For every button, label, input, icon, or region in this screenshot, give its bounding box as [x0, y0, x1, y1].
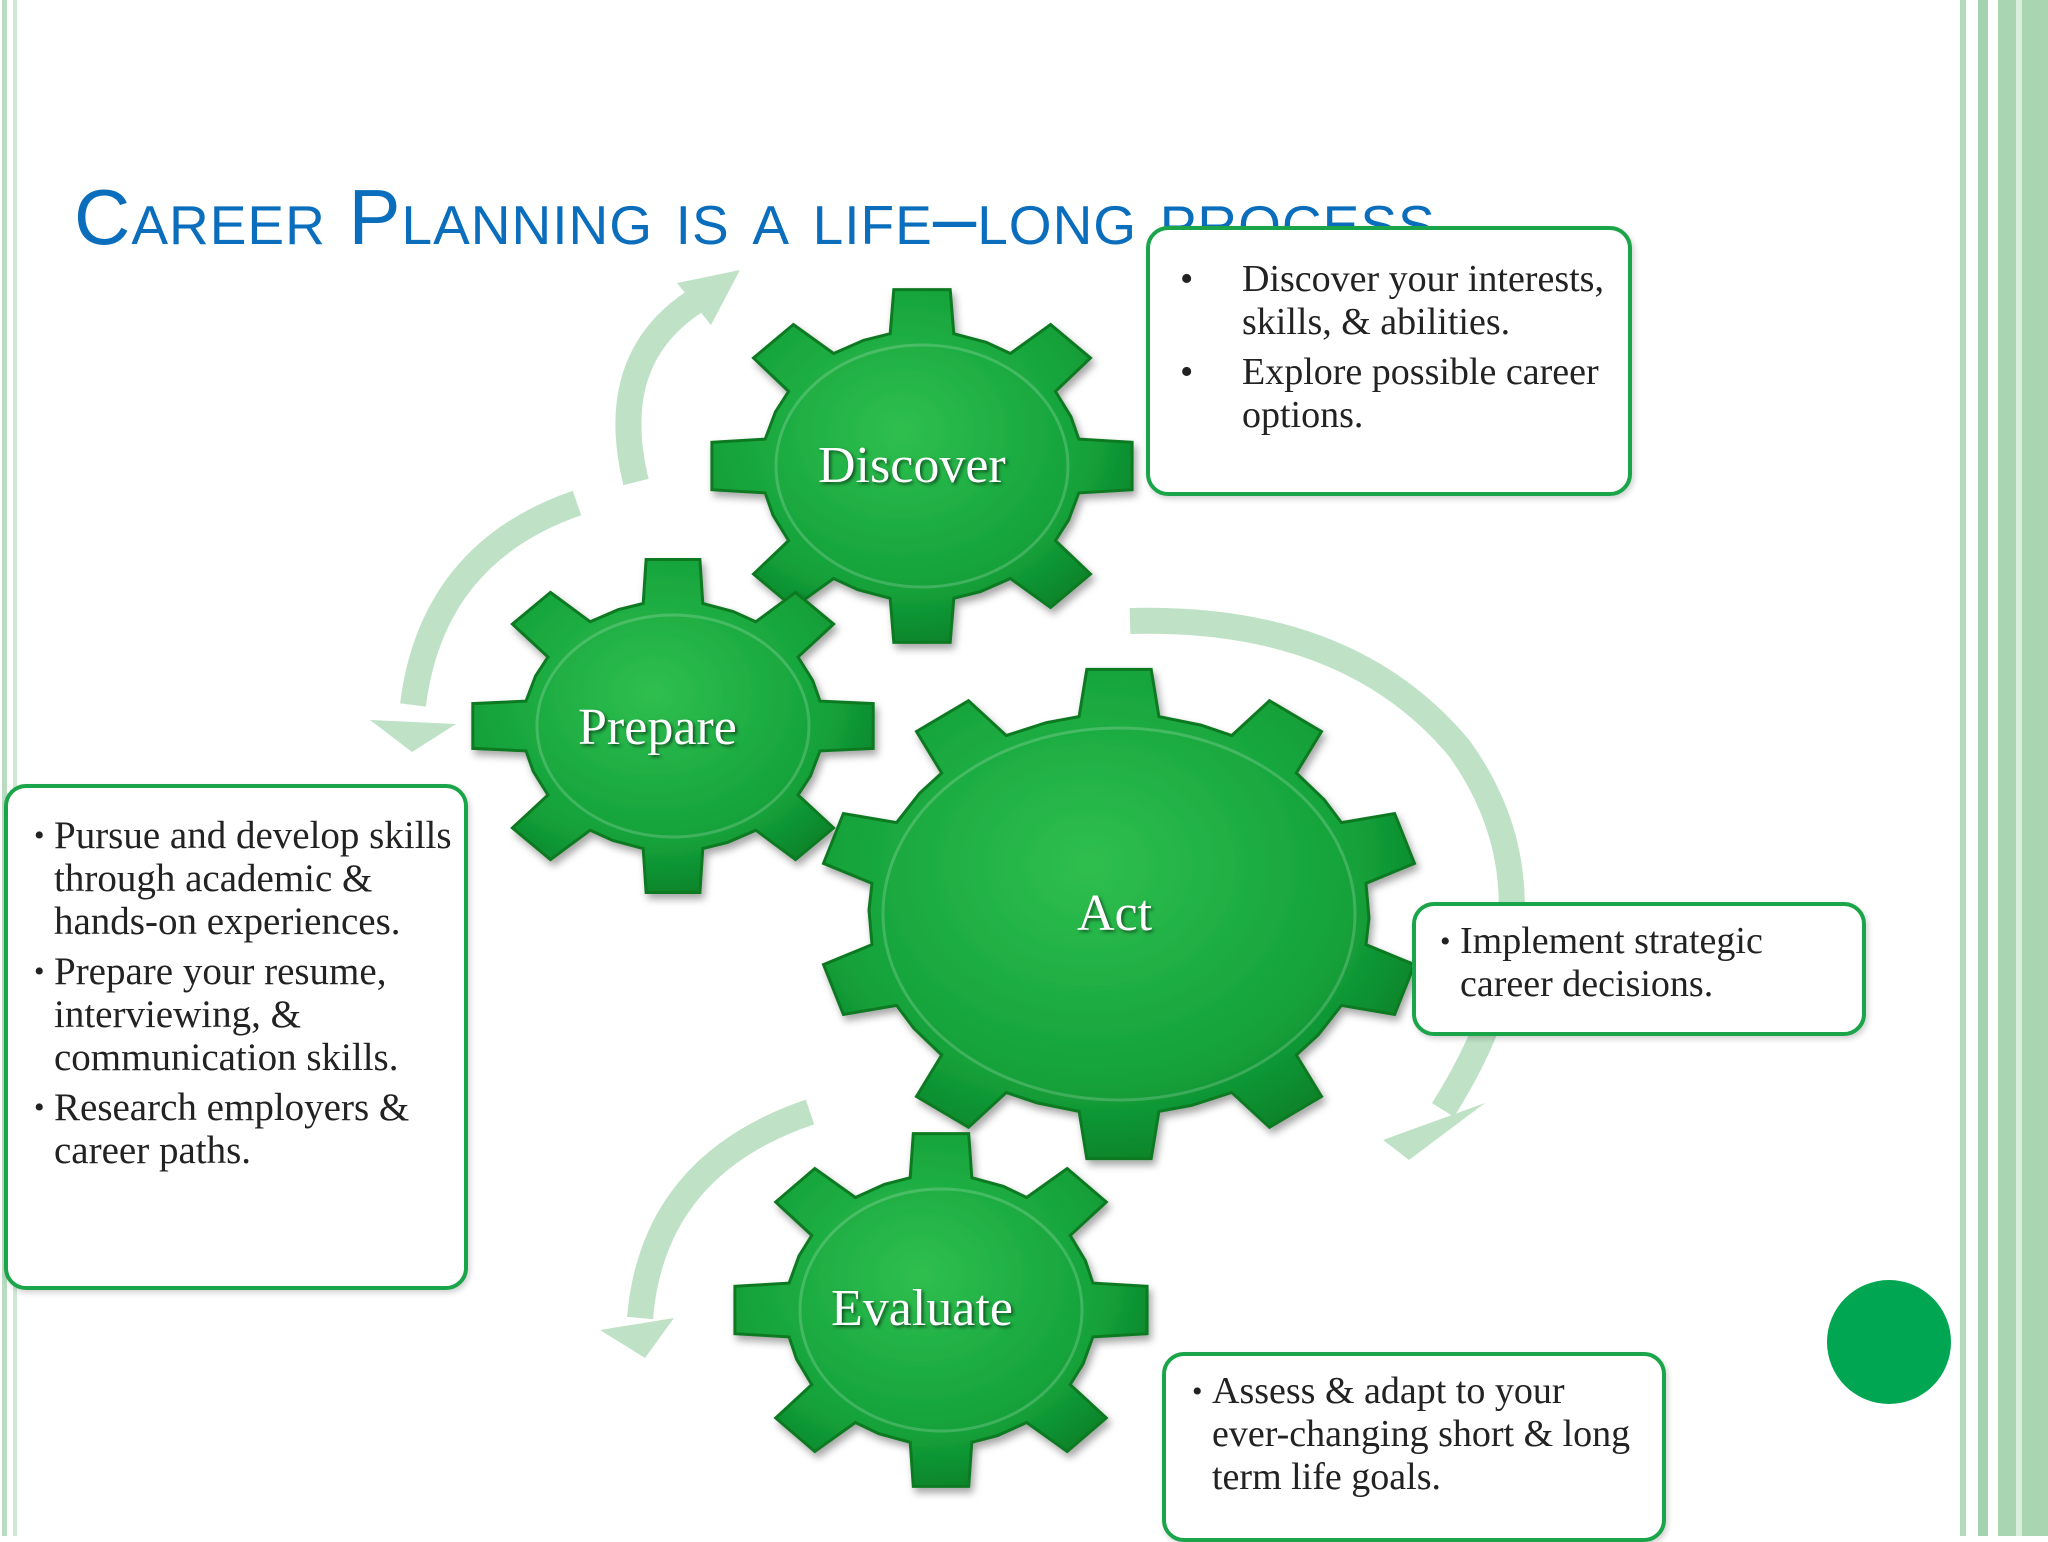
arrow-to-evaluate-icon	[600, 1099, 815, 1358]
discover-point-2: Explore possible career options.	[1180, 351, 1608, 437]
gear-label-act: Act	[1077, 885, 1153, 942]
gear-prepare-icon	[471, 558, 875, 894]
discover-callout: Discover your interests, skills, & abili…	[1146, 226, 1632, 496]
gear-label-prepare: Prepare	[578, 699, 737, 756]
right-border-frame	[1958, 0, 2048, 1536]
slide-decoration-dot	[1827, 1280, 1951, 1404]
prepare-callout: Pursue and develop skills through academ…	[4, 784, 468, 1290]
gear-label-discover: Discover	[818, 437, 1006, 494]
act-point-1: Implement strategic career decisions.	[1440, 920, 1850, 1006]
gear-evaluate-icon	[733, 1132, 1149, 1488]
gear-act-icon	[821, 667, 1417, 1161]
gear-layer	[471, 288, 1417, 1488]
gear-label-evaluate: Evaluate	[831, 1280, 1013, 1337]
left-border-frame	[0, 0, 22, 1536]
arrow-to-discover-icon	[615, 270, 740, 486]
evaluate-point-1: Assess & adapt to your ever-changing sho…	[1192, 1370, 1650, 1499]
arrow-to-prepare-icon	[370, 490, 582, 752]
prepare-point-1: Pursue and develop skills through academ…	[34, 814, 452, 943]
evaluate-callout: Assess & adapt to your ever-changing sho…	[1162, 1352, 1666, 1542]
prepare-point-2: Prepare your resume, interviewing, & com…	[34, 950, 452, 1079]
act-callout: Implement strategic career decisions.	[1412, 902, 1866, 1036]
discover-point-1: Discover your interests, skills, & abili…	[1180, 258, 1608, 344]
prepare-point-3: Research employers & career paths.	[34, 1086, 452, 1172]
gear-discover-icon	[710, 288, 1134, 644]
